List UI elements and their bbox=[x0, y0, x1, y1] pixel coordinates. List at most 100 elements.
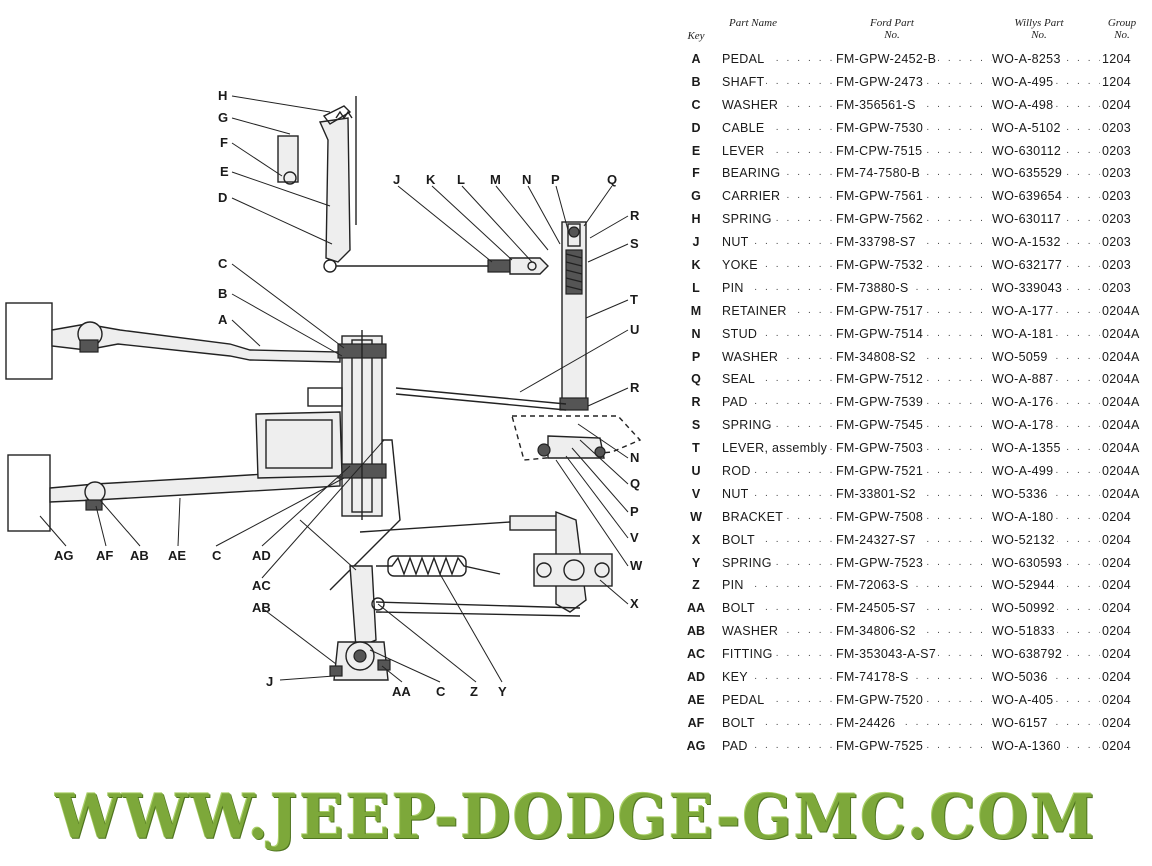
table-row-ag: AG . . . . . . . . . . . . . . . . . . .… bbox=[676, 734, 1146, 758]
leader-lines bbox=[39, 95, 629, 683]
header-group-no: Group No. bbox=[1107, 17, 1137, 41]
callout-AB: AB bbox=[130, 548, 149, 563]
row-part-name: WASHER bbox=[722, 93, 781, 117]
row-willys-part-no: WO-630117 bbox=[992, 208, 1064, 232]
row-ford-part-no: FM-353043-A-S7 bbox=[836, 643, 939, 667]
dot-leaders: . . . . . . . . . . . . . . . . . . . . … bbox=[722, 259, 1142, 271]
row-willys-part-no: WO-51833 bbox=[992, 620, 1057, 644]
callout-N: N bbox=[522, 172, 531, 187]
row-key: AC bbox=[686, 647, 706, 662]
row-ford-part-no: FM-GPW-7525 bbox=[836, 734, 926, 758]
row-key: Y bbox=[691, 555, 701, 570]
callout-AF: AF bbox=[96, 548, 113, 563]
row-key: P bbox=[691, 349, 701, 364]
row-group-no: 0204 bbox=[1100, 688, 1134, 712]
callout-K: K bbox=[426, 172, 436, 187]
exploded-parts-diagram: H G F E D J K L M N P Q R S T U R N Q P … bbox=[5, 88, 643, 699]
row-part-name: LEVER bbox=[722, 139, 767, 163]
master-cylinder bbox=[255, 411, 343, 479]
row-willys-part-no: WO-6157 bbox=[992, 711, 1050, 735]
callout-L: L bbox=[457, 172, 465, 187]
row-ford-part-no: FM-73880-S bbox=[836, 276, 911, 300]
row-willys-part-no: WO-339043 bbox=[992, 276, 1065, 300]
row-part-name: SHAFT bbox=[722, 70, 767, 94]
dot-leaders: . . . . . . . . . . . . . . . . . . . . … bbox=[722, 579, 1142, 591]
row-group-no: 0203 bbox=[1100, 162, 1134, 186]
row-ford-part-no: FM-74-7580-B bbox=[836, 162, 923, 186]
row-group-no: 0204 bbox=[1100, 597, 1134, 621]
row-key: V bbox=[691, 486, 701, 501]
row-willys-part-no: WO-639654 bbox=[992, 185, 1065, 209]
dot-leaders: . . . . . . . . . . . . . . . . . . . . … bbox=[722, 75, 1142, 87]
dot-leaders: . . . . . . . . . . . . . . . . . . . . … bbox=[722, 144, 1142, 156]
callout-F: F bbox=[220, 135, 228, 150]
row-ford-part-no: FM-GPW-7562 bbox=[836, 208, 926, 232]
dot-leaders: . . . . . . . . . . . . . . . . . . . . … bbox=[722, 625, 1142, 637]
row-key: K bbox=[691, 258, 701, 273]
row-ford-part-no: FM-GPW-7512 bbox=[836, 368, 926, 392]
hand-brake-lever bbox=[318, 117, 351, 263]
row-willys-part-no: WO-A-181 bbox=[992, 322, 1056, 346]
row-part-name: KEY bbox=[722, 666, 750, 689]
header-key: Key bbox=[687, 30, 705, 42]
dot-leaders: . . . . . . . . . . . . . . . . . . . . … bbox=[722, 236, 1142, 248]
row-ford-part-no: FM-GPW-7532 bbox=[836, 254, 926, 277]
dot-leaders: . . . . . . . . . . . . . . . . . . . . … bbox=[722, 693, 1142, 705]
dot-leaders: . . . . . . . . . . . . . . . . . . . . … bbox=[722, 98, 1142, 110]
table-row-s: S . . . . . . . . . . . . . . . . . . . … bbox=[676, 414, 1146, 438]
row-group-no: 0204 bbox=[1100, 643, 1134, 667]
callout-Z: Z bbox=[470, 684, 478, 699]
row-ford-part-no: FM-GPW-7523 bbox=[836, 551, 926, 575]
row-ford-part-no: FM-72063-S bbox=[836, 574, 911, 598]
row-key: E bbox=[691, 143, 701, 158]
row-willys-part-no: WO-630593 bbox=[992, 551, 1065, 575]
dot-leaders: . . . . . . . . . . . . . . . . . . . . … bbox=[722, 121, 1142, 133]
row-willys-part-no: WO-5336 bbox=[992, 482, 1050, 506]
callout-P: P bbox=[551, 172, 560, 187]
callout-AA: AA bbox=[392, 684, 411, 699]
dot-leaders: . . . . . . . . . . . . . . . . . . . . … bbox=[722, 671, 1142, 683]
row-ford-part-no: FM-GPW-7539 bbox=[836, 391, 926, 415]
callout-J2: J bbox=[266, 674, 273, 689]
callout-C3: C bbox=[436, 684, 446, 699]
dot-leaders: . . . . . . . . . . . . . . . . . . . . … bbox=[722, 304, 1142, 316]
row-key: AF bbox=[687, 715, 705, 730]
row-ford-part-no: FM-GPW-7561 bbox=[836, 185, 926, 209]
table-row-r: R . . . . . . . . . . . . . . . . . . . … bbox=[676, 391, 1146, 415]
dot-leaders: . . . . . . . . . . . . . . . . . . . . … bbox=[722, 350, 1142, 362]
callout-E: E bbox=[220, 164, 229, 179]
row-ford-part-no: FM-24505-S7 bbox=[836, 597, 918, 621]
callout-G: G bbox=[218, 110, 228, 125]
row-key: AE bbox=[687, 692, 705, 707]
row-willys-part-no: WO-635529 bbox=[992, 162, 1065, 186]
row-group-no: 0204A bbox=[1100, 437, 1142, 461]
table-row-ab: AB . . . . . . . . . . . . . . . . . . .… bbox=[676, 620, 1146, 644]
table-row-a: A . . . . . . . . . . . . . . . . . . . … bbox=[676, 48, 1146, 71]
row-group-no: 0203 bbox=[1100, 116, 1134, 140]
table-row-b: B . . . . . . . . . . . . . . . . . . . … bbox=[676, 70, 1146, 94]
callout-H: H bbox=[218, 88, 227, 103]
row-part-name: BOLT bbox=[722, 711, 757, 735]
row-part-name: STUD bbox=[722, 322, 760, 346]
callout-Q2: Q bbox=[630, 476, 640, 491]
row-group-no: 0204 bbox=[1100, 666, 1134, 689]
row-part-name: SPRING bbox=[722, 551, 774, 575]
row-key: R bbox=[691, 395, 701, 410]
dot-leaders: . . . . . . . . . . . . . . . . . . . . … bbox=[722, 602, 1142, 614]
row-key: G bbox=[691, 189, 701, 204]
dot-leaders: . . . . . . . . . . . . . . . . . . . . … bbox=[722, 465, 1142, 477]
row-key: W bbox=[690, 509, 702, 524]
row-group-no: 0204A bbox=[1100, 322, 1142, 346]
row-ford-part-no: FM-GPW-2452-B bbox=[836, 48, 939, 71]
callout-Q: Q bbox=[607, 172, 617, 187]
row-group-no: 0204 bbox=[1100, 620, 1134, 644]
row-part-name: YOKE bbox=[722, 254, 760, 277]
row-willys-part-no: WO-A-176 bbox=[992, 391, 1056, 415]
callout-N2: N bbox=[630, 450, 639, 465]
row-part-name: RETAINER bbox=[722, 299, 789, 323]
dot-leaders: . . . . . . . . . . . . . . . . . . . . … bbox=[722, 419, 1142, 431]
row-willys-part-no: WO-A-495 bbox=[992, 70, 1056, 94]
row-ford-part-no: FM-33801-S2 bbox=[836, 482, 918, 506]
table-row-e: E . . . . . . . . . . . . . . . . . . . … bbox=[676, 139, 1146, 163]
table-row-d: D . . . . . . . . . . . . . . . . . . . … bbox=[676, 116, 1146, 140]
